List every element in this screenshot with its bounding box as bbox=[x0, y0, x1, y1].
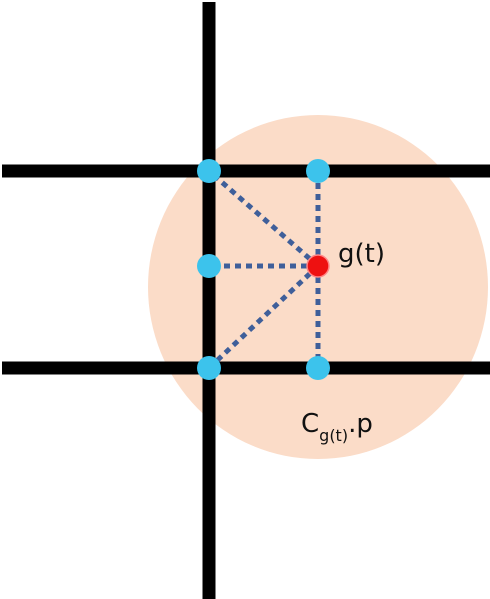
center-point-node bbox=[306, 254, 330, 278]
region-label: Cg(t).p bbox=[301, 409, 373, 445]
node-middle-left bbox=[197, 254, 221, 278]
region-label-subscript: g(t) bbox=[319, 426, 348, 445]
region-label-base: C bbox=[301, 409, 319, 439]
region-label-suffix: .p bbox=[348, 409, 373, 439]
edge-to-top-left bbox=[207, 169, 320, 268]
dashed-edges bbox=[207, 169, 321, 370]
edge-to-bottom-left bbox=[207, 264, 320, 370]
neighbor-nodes bbox=[197, 159, 330, 380]
node-bottom-left bbox=[197, 356, 221, 380]
center-point-label: g(t) bbox=[338, 239, 385, 269]
node-top-left bbox=[197, 159, 221, 183]
node-bottom-right bbox=[306, 356, 330, 380]
node-top-right bbox=[306, 159, 330, 183]
